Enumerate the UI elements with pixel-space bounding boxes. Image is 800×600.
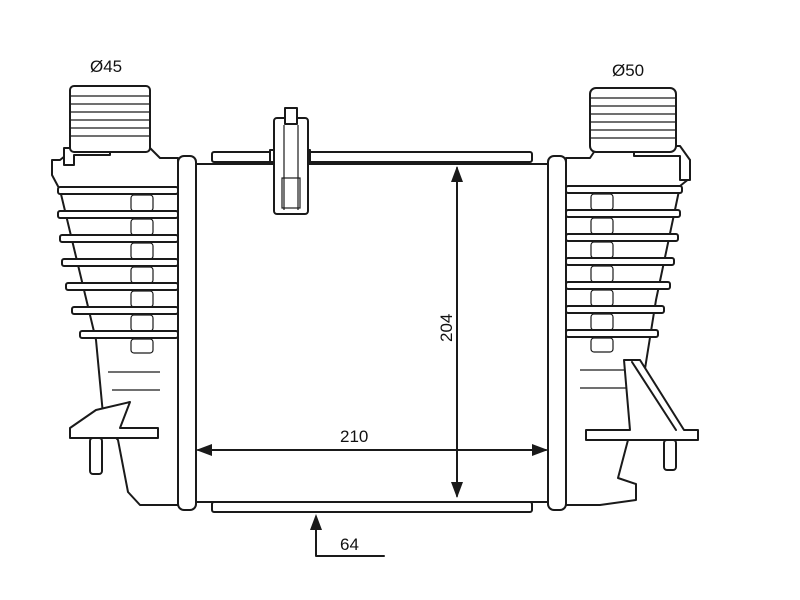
sensor-bracket <box>269 107 311 215</box>
inlet-pipe-ribs <box>71 95 149 137</box>
dimension-depth <box>310 514 385 557</box>
inlet-diameter-label: Ø45 <box>90 57 122 76</box>
left-tank <box>51 85 179 506</box>
outlet-pipe-ribs <box>591 97 675 139</box>
core-width-label: 210 <box>340 427 368 446</box>
right-tank <box>565 87 699 506</box>
core <box>177 107 567 513</box>
core-height-label: 204 <box>437 314 456 342</box>
dimension-height <box>451 166 463 498</box>
dimension-width <box>196 444 548 456</box>
left-tank-cells <box>130 194 154 354</box>
core-depth-label: 64 <box>340 535 359 554</box>
right-tank-cells <box>590 193 614 353</box>
outlet-diameter-label: Ø50 <box>612 61 644 80</box>
